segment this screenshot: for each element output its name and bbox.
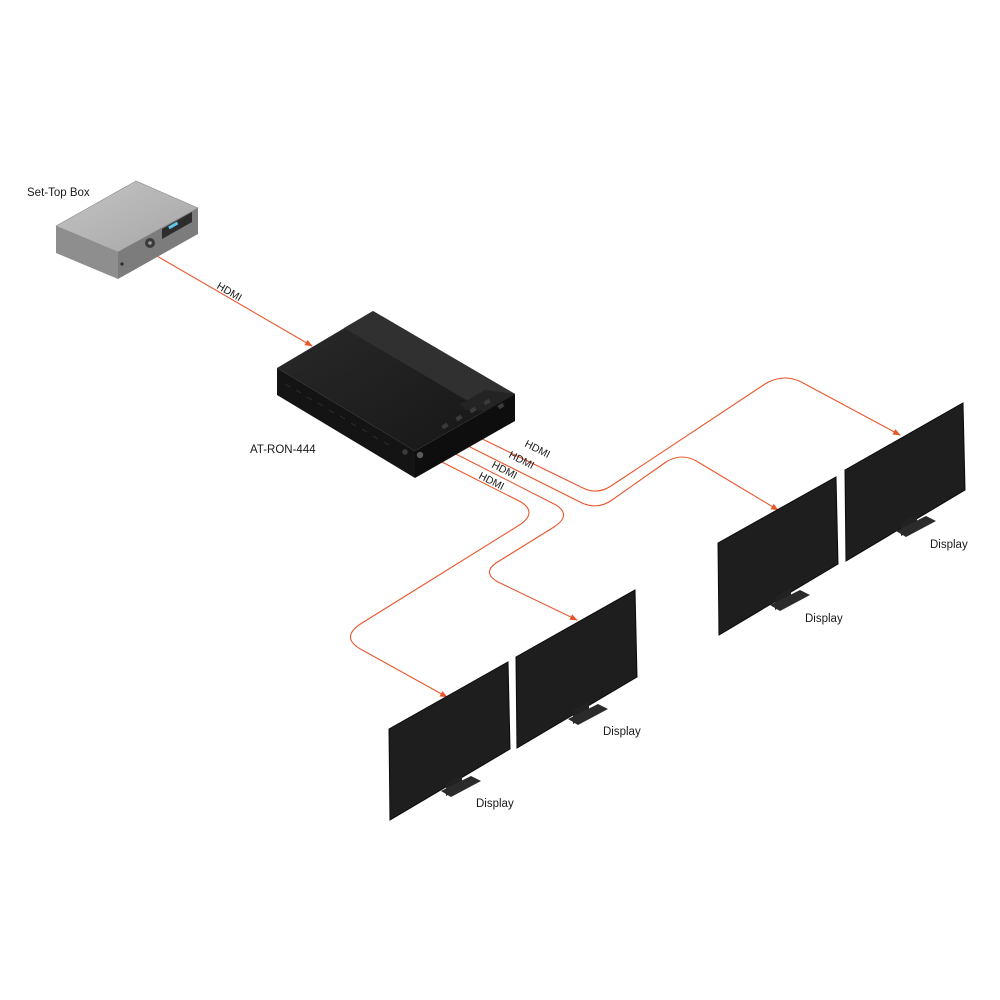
set-top-box-label: Set-Top Box: [27, 187, 90, 199]
cable-output-hdmi-2: [457, 440, 779, 511]
display-1-label: Display: [930, 539, 968, 551]
display-4: Display: [388, 661, 514, 821]
monitor-icon: [515, 589, 638, 749]
display-4-label: Display: [476, 798, 514, 810]
monitor-icon: [388, 661, 511, 821]
av-matrix-device-icon: [277, 311, 515, 478]
monitor-icon: [717, 476, 839, 636]
cable-input-hdmi: [149, 251, 313, 347]
at-ron-444-device: AT-RON-444: [250, 311, 515, 478]
cable-input-label: HDMI: [215, 280, 244, 304]
cable-output-hdmi-4: [349, 458, 530, 698]
set-top-box-icon: [55, 180, 199, 279]
at-ron-444-label: AT-RON-444: [250, 444, 316, 456]
cable-output-hdmi-3: [447, 449, 578, 621]
display-2: Display: [717, 476, 843, 636]
cable-output-hdmi-1: [467, 377, 901, 492]
set-top-box: Set-Top Box: [27, 180, 199, 279]
display-3-label: Display: [603, 726, 641, 738]
display-1: Display: [844, 402, 968, 562]
display-3: Display: [515, 589, 641, 749]
monitor-icon: [844, 402, 966, 562]
display-2-label: Display: [805, 613, 843, 625]
